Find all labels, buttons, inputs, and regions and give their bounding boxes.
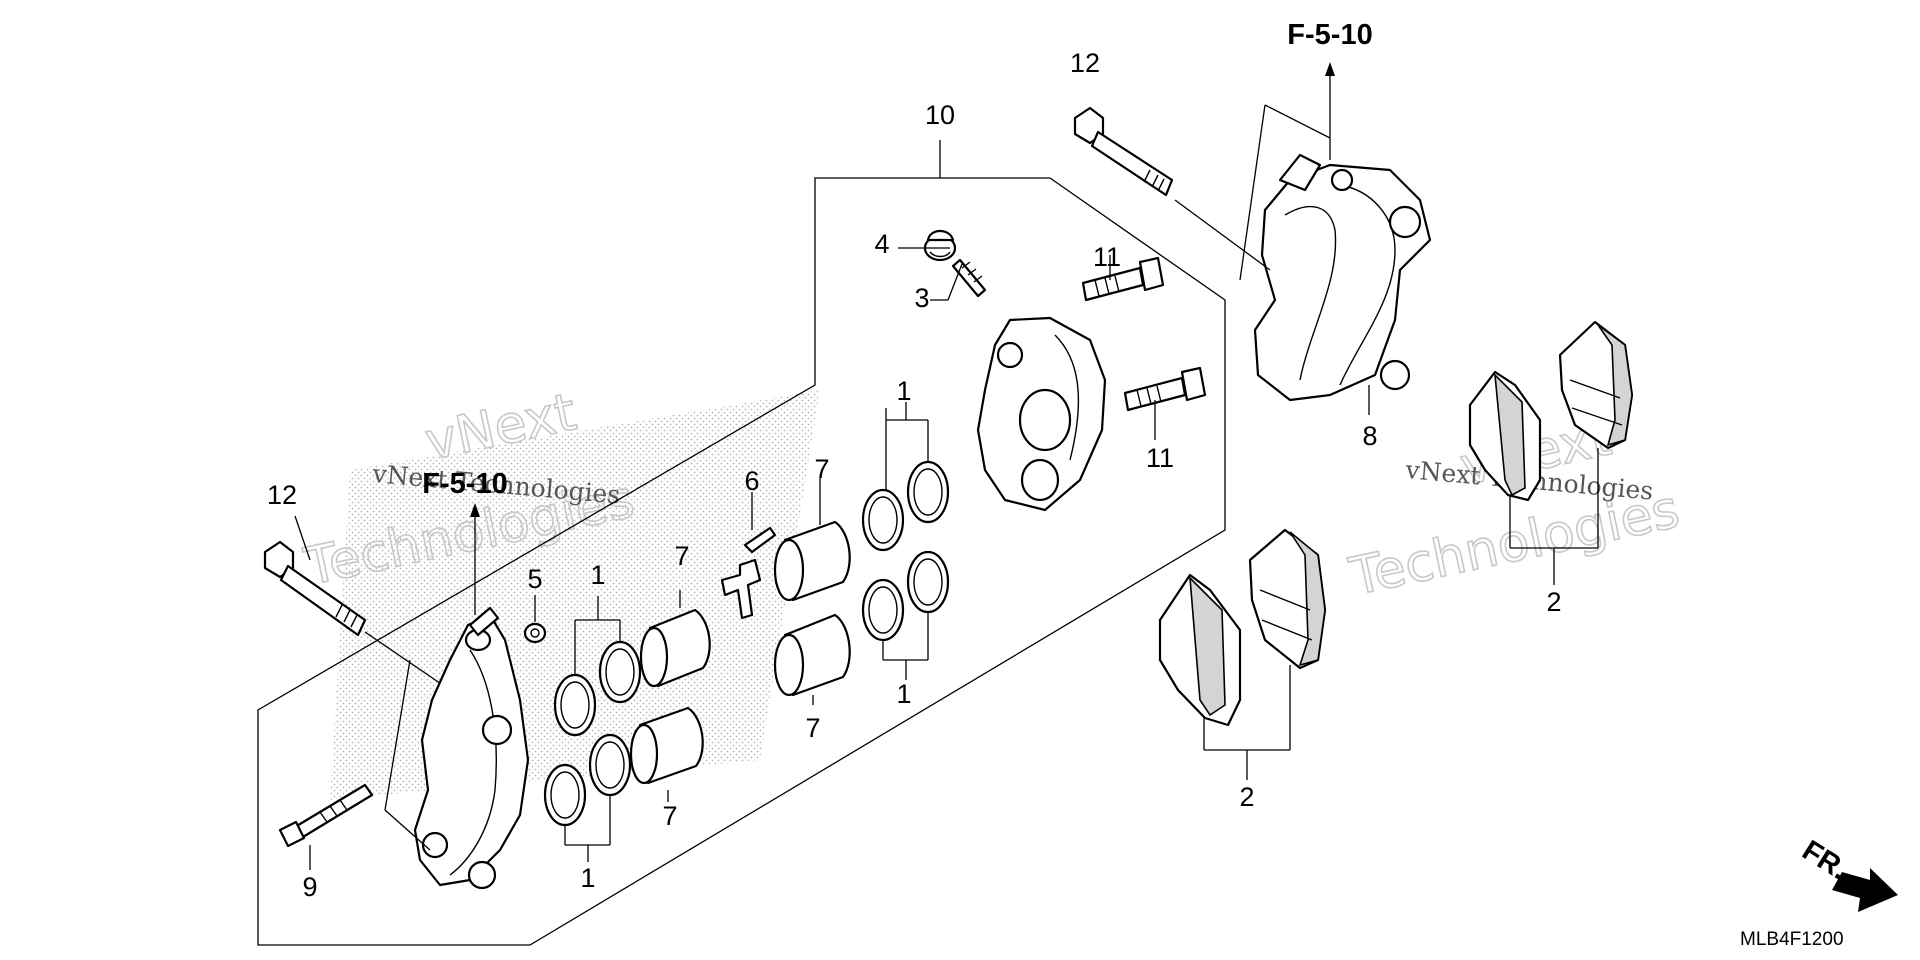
callout-11-bottom: 11 [1146, 443, 1174, 473]
callout-3: 3 [914, 283, 929, 313]
callout-12-top: 12 [1070, 48, 1100, 78]
callout-1-a: 1 [896, 376, 911, 406]
brake-pads-2-center [1158, 528, 1327, 780]
bleeder-cap-4 [923, 229, 957, 262]
washer-5 [523, 622, 547, 644]
callout-8: 8 [1362, 421, 1377, 451]
reference-label-top: F-5-10 [1287, 19, 1372, 51]
ref-arrowhead-left [470, 503, 480, 517]
callout-12-left: 12 [267, 480, 297, 510]
pad-spring-6 [720, 526, 777, 620]
reference-label-left: F-5-10 [422, 468, 507, 500]
bolt-12-top [1073, 106, 1271, 271]
bleeder-valve-3 [951, 258, 987, 298]
callout-6: 6 [744, 466, 759, 496]
callout-11-top: 11 [1093, 242, 1121, 272]
piston-7-lower [773, 613, 851, 697]
callout-2-center: 2 [1239, 782, 1254, 812]
seals-1-lower-left [543, 733, 632, 827]
inner-caliper-half [976, 316, 1107, 512]
callout-2-right: 2 [1546, 587, 1561, 617]
drawing-code: MLB4F1200 [1740, 929, 1844, 950]
callout-7-b: 7 [805, 713, 820, 743]
callout-4: 4 [874, 229, 889, 259]
bleeder-9 [278, 783, 374, 848]
callout-9: 9 [302, 872, 317, 902]
seals-1-lower-right [861, 550, 950, 642]
left-caliper-assembly [384, 606, 530, 890]
piston-7-bottom-left [629, 706, 704, 785]
callout-1-b: 1 [896, 679, 911, 709]
callout-1-d: 1 [580, 863, 595, 893]
callout-10: 10 [925, 100, 955, 130]
piston-7-upper [773, 520, 851, 602]
callout-1-c: 1 [590, 560, 605, 590]
assembly-boundary-10 [257, 177, 1226, 946]
bolt-11-top [1081, 256, 1165, 302]
ref-arrowhead-top [1325, 62, 1335, 76]
callout-leaders [294, 247, 1156, 870]
callout-5: 5 [527, 564, 542, 594]
seals-1-upper-left [553, 640, 642, 737]
piston-7-mid-left [639, 608, 711, 688]
brake-pads-2-right [1468, 320, 1634, 585]
callout-7-a: 7 [814, 454, 829, 484]
right-caliper-assembly [1239, 104, 1432, 415]
bolt-12-left [263, 540, 451, 691]
seals-1-upper-right [861, 460, 950, 552]
front-direction-arrow-icon [1832, 868, 1898, 912]
bolt-11-bottom [1123, 366, 1207, 412]
callout-7-d: 7 [662, 801, 677, 831]
callout-7-c: 7 [674, 541, 689, 571]
